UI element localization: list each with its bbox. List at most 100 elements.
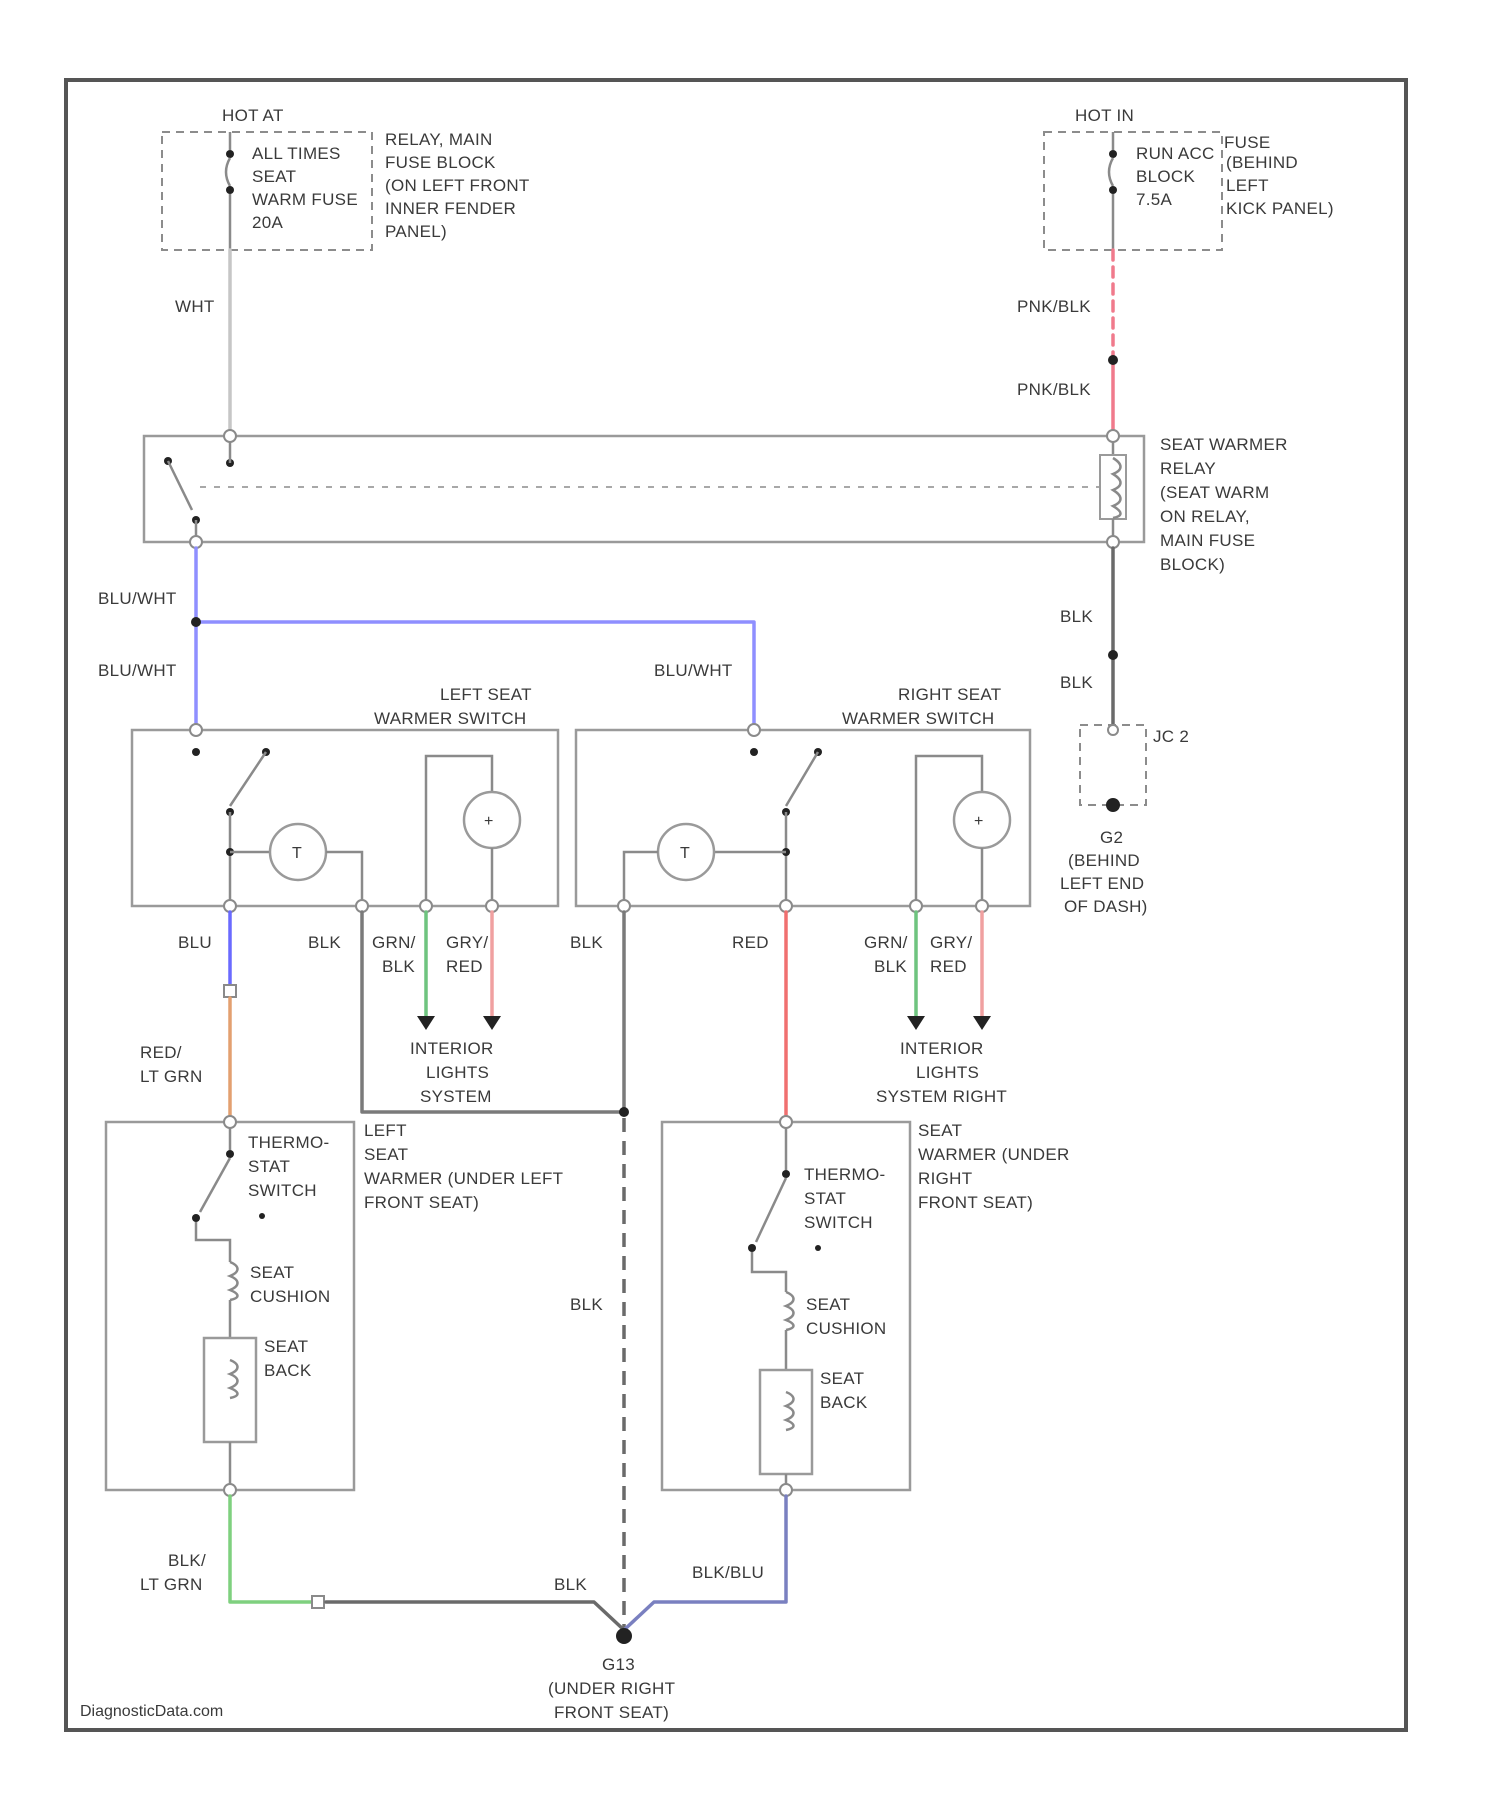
heater-title-line: FRONT SEAT) — [918, 1193, 1033, 1212]
g2-wire-label: BLK — [1060, 607, 1093, 626]
wht-wire: WHT — [175, 250, 230, 436]
thermostat-label-line: STAT — [804, 1189, 846, 1208]
fuse-location-line: (ON LEFT FRONT — [385, 176, 530, 195]
blu-wht-label: BLU/WHT — [98, 661, 177, 680]
thermostat-label-line: SWITCH — [248, 1181, 317, 1200]
fuse-line: 20A — [252, 213, 284, 232]
blu-wht-feed: BLU/WHT BLU/WHT BLU/WHT — [98, 548, 754, 730]
heater-title-line: WARMER (UNDER — [918, 1145, 1070, 1164]
grn-blk-label: GRN/ — [372, 933, 416, 952]
thermostat-label-line: THERMO- — [248, 1133, 329, 1152]
blu-wht-label: BLU/WHT — [654, 661, 733, 680]
g2-label-line: G2 — [1100, 828, 1123, 847]
grn-blk-label: BLK — [874, 957, 907, 976]
switch-title-line: LEFT SEAT — [440, 685, 532, 704]
gry-red-label: RED — [930, 957, 967, 976]
thermostat-label-line: THERMO- — [804, 1165, 885, 1184]
pnk-blk-wire: PNK/BLK PNK/BLK — [1017, 250, 1118, 436]
source-watermark: DiagnosticData.com — [80, 1703, 223, 1720]
g2-ground-circuit: BLK BLK JC 2 G2 (BEHIND LEFT END OF DASH… — [1060, 548, 1189, 916]
relay-label-line: MAIN FUSE — [1160, 531, 1255, 550]
grn-blk-label: BLK — [382, 957, 415, 976]
blk-wire-label: BLK — [570, 1295, 603, 1314]
fuse-location-line: KICK PANEL) — [1226, 199, 1334, 218]
fuse-location-line: FUSE BLOCK — [385, 153, 496, 172]
interior-lights-line: LIGHTS — [916, 1063, 979, 1082]
fuse-location-line: RELAY, MAIN — [385, 130, 493, 149]
hot-in-label: HOT IN — [1075, 106, 1134, 125]
interior-lights-line: INTERIOR — [410, 1039, 494, 1058]
g13-ground-point — [616, 1628, 632, 1644]
gry-red-label: GRY/ — [446, 933, 488, 952]
blk-ltgrn-label: BLK/ — [168, 1551, 206, 1570]
left-switch-wires: BLU RED/ LT GRN BLK GRN/ BLK GRY/ RED IN… — [140, 912, 624, 1122]
back-label-line: SEAT — [820, 1369, 864, 1388]
fuse-line: ALL TIMES — [252, 144, 341, 163]
right-seat-warmer-switch: RIGHT SEAT WARMER SWITCH T + — [576, 685, 1030, 912]
pnk-blk-label: PNK/BLK — [1017, 297, 1091, 316]
right-fuse-block: HOT IN RUN ACC BLOCK 7.5A FUSE (BEHIND L… — [1044, 106, 1334, 250]
interior-lights-line: SYSTEM RIGHT — [876, 1087, 1007, 1106]
right-switch-wires: BLK RED GRN/ BLK GRY/ RED INTERIOR LIGHT… — [570, 912, 1007, 1122]
cushion-label-line: CUSHION — [250, 1287, 331, 1306]
blu-wire-label: BLU — [178, 933, 212, 952]
left-seat-heater: THERMO- STAT SWITCH SEAT CUSHION SEAT BA… — [106, 1116, 563, 1496]
relay-label-line: ON RELAY, — [1160, 507, 1250, 526]
gry-red-label: RED — [446, 957, 483, 976]
switch-title-line: WARMER SWITCH — [842, 709, 994, 728]
svg-text:T: T — [292, 845, 302, 862]
g13-label-line: FRONT SEAT) — [554, 1703, 669, 1722]
fuse-line: 7.5A — [1136, 190, 1173, 209]
back-label-line: BACK — [820, 1393, 868, 1412]
relay-label-line: SEAT WARMER — [1160, 435, 1288, 454]
blk-wire-label: BLK — [570, 933, 603, 952]
pnk-blk-label: PNK/BLK — [1017, 380, 1091, 399]
g13-label-line: (UNDER RIGHT — [548, 1679, 675, 1698]
left-fuse-block: HOT AT ALL TIMES SEAT WARM FUSE 20A RELA… — [162, 106, 530, 250]
red-ltgrn-label: RED/ — [140, 1043, 182, 1062]
svg-text:+: + — [974, 813, 983, 830]
switch-title-line: WARMER SWITCH — [374, 709, 526, 728]
back-label-line: SEAT — [264, 1337, 308, 1356]
fuse-line: BLOCK — [1136, 167, 1195, 186]
fuse-line: RUN ACC — [1136, 144, 1215, 163]
fuse-location-line: LEFT — [1226, 176, 1269, 195]
g2-label-line: OF DASH) — [1064, 897, 1148, 916]
g13-label-line: G13 — [602, 1655, 635, 1674]
wht-wire-label: WHT — [175, 297, 215, 316]
switch-title-line: RIGHT SEAT — [898, 685, 1001, 704]
cushion-label-line: CUSHION — [806, 1319, 887, 1338]
fuse-line: SEAT — [252, 167, 296, 186]
heater-title-line: WARMER (UNDER LEFT — [364, 1169, 563, 1188]
fuse-location-line: (BEHIND — [1226, 153, 1298, 172]
center-blk-ground-wire: BLK — [570, 1118, 624, 1630]
heater-title-line: FRONT SEAT) — [364, 1193, 479, 1212]
thermostat-label-line: SWITCH — [804, 1213, 873, 1232]
blk-ltgrn-label: LT GRN — [140, 1575, 203, 1594]
relay-label-line: BLOCK) — [1160, 555, 1225, 574]
interior-lights-line: INTERIOR — [900, 1039, 984, 1058]
blk-wire-label: BLK — [554, 1575, 587, 1594]
blk-wire-label: BLK — [308, 933, 341, 952]
interior-lights-line: LIGHTS — [426, 1063, 489, 1082]
red-ltgrn-label: LT GRN — [140, 1067, 203, 1086]
heater-title-line: SEAT — [918, 1121, 962, 1140]
gry-red-label: GRY/ — [930, 933, 972, 952]
relay-label-line: (SEAT WARM — [1160, 483, 1269, 502]
cushion-label-line: SEAT — [806, 1295, 850, 1314]
g2-wire-label: BLK — [1060, 673, 1093, 692]
g13-return-wires: BLK/ LT GRN BLK BLK/BLU G13 (UNDER RIGHT… — [140, 1496, 786, 1722]
svg-text:T: T — [680, 845, 690, 862]
back-label-line: BACK — [264, 1361, 312, 1380]
fuse-location-line: INNER FENDER — [385, 199, 516, 218]
jc2-label: JC 2 — [1153, 727, 1189, 746]
heater-title-line: RIGHT — [918, 1169, 972, 1188]
blu-wht-label: BLU/WHT — [98, 589, 177, 608]
right-seat-heater: THERMO- STAT SWITCH SEAT CUSHION SEAT BA… — [662, 1116, 1070, 1496]
hot-at-label: HOT AT — [222, 106, 284, 125]
heater-title-line: LEFT — [364, 1121, 407, 1140]
grn-blk-label: GRN/ — [864, 933, 908, 952]
interior-lights-line: SYSTEM — [420, 1087, 492, 1106]
